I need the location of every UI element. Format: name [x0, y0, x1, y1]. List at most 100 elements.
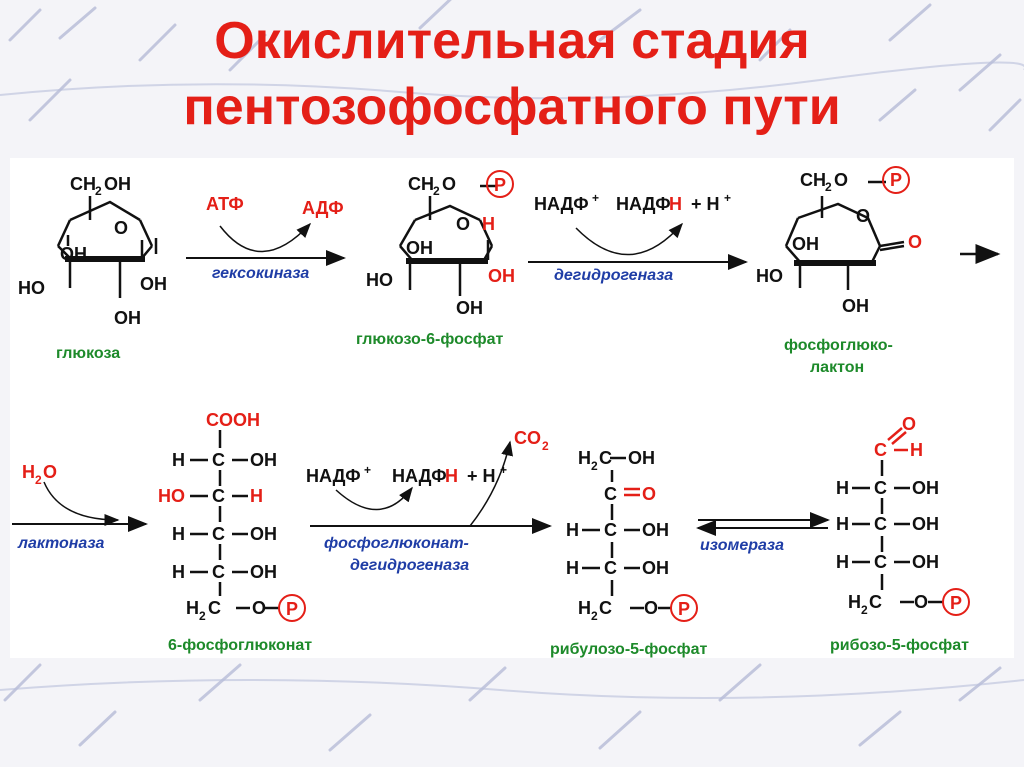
rb-c-1: C: [874, 440, 887, 460]
h-plus-1: +: [724, 191, 731, 205]
ru-phosphate: P: [678, 599, 690, 619]
lactone-ho: HO: [756, 266, 783, 286]
g6p-h: H: [482, 214, 495, 234]
rb-oh-3: OH: [912, 514, 939, 534]
g6p-oh-1: OH: [406, 238, 433, 258]
water-o: O: [43, 462, 57, 482]
lactone-oh-1: OH: [792, 234, 819, 254]
lactonase-label: лактоназа: [17, 535, 104, 552]
nadph-h-1: Н: [669, 194, 682, 214]
ru-c-2: C: [604, 484, 617, 504]
rb-h2c-c: C: [869, 592, 882, 612]
ru-oh-3: OH: [642, 520, 669, 540]
g6p-ring-o: O: [456, 214, 470, 234]
pg-h2c-c: C: [208, 598, 221, 618]
atp-label: АТФ: [206, 194, 244, 214]
rb-phosphate: P: [950, 593, 962, 613]
lactone-phosphate: P: [890, 170, 902, 190]
ru-h2c-h: H: [578, 448, 591, 468]
g6p-oh-red: OH: [488, 266, 515, 286]
g6p-label: глюкозо-6-фосфат: [356, 331, 503, 348]
pg-cooh: COOH: [206, 410, 260, 430]
rb-h-2: H: [836, 478, 849, 498]
glucose-ring-o: O: [114, 218, 128, 238]
nadp-label-2: НАДФ: [306, 466, 361, 486]
glucose-label: глюкоза: [56, 345, 120, 362]
h-plus-2: +: [500, 463, 507, 477]
plus-h-2: + Н: [467, 466, 496, 486]
dehydrogenase-arrow: НАДФ + НАДФ Н + Н + дегидрогеназа: [528, 191, 748, 284]
nadp-plus-1: +: [592, 191, 599, 205]
pg-c-2: C: [212, 486, 225, 506]
pg-c-3: C: [212, 524, 225, 544]
ru5p-label: рибулозо-5-фосфат: [550, 641, 708, 658]
ru-oh-top: OH: [628, 448, 655, 468]
rb-oh-4: OH: [912, 552, 939, 572]
rb-c-2: C: [874, 478, 887, 498]
pg-h-1: H: [172, 450, 185, 470]
water-h: H: [22, 462, 35, 482]
glucose-oh-2: OH: [140, 274, 167, 294]
pg-o: O: [252, 598, 266, 618]
glucose-ch2oh-oh: OH: [104, 174, 131, 194]
ru-h2c-c-2: C: [599, 598, 612, 618]
pg-h-3: H: [172, 524, 185, 544]
pgdh-label-2: дегидрогеназа: [350, 557, 469, 574]
ru-h2c-h-2: H: [578, 598, 591, 618]
ru-h2c-sub-2: 2: [591, 609, 598, 623]
pg-oh-4: OH: [250, 562, 277, 582]
g6p-ch: CH: [408, 174, 434, 194]
isomerase-arrow: изомераза: [696, 512, 830, 554]
rb-h-4: H: [836, 552, 849, 572]
lactone-structure: CH 2 O P O O OH HO OH: [756, 166, 922, 316]
pg-h-4: H: [172, 562, 185, 582]
pg-oh-1: OH: [250, 450, 277, 470]
ribose-structure: O C H H C OH H C OH H C OH H 2 C O P: [836, 414, 970, 617]
g6p-ho: HO: [366, 270, 393, 290]
g6p-phosphate: P: [494, 175, 506, 195]
ru-h2c-sub: 2: [591, 459, 598, 473]
rb-c-3: C: [874, 514, 887, 534]
lactone-ch: CH: [800, 170, 826, 190]
rb-o: O: [914, 592, 928, 612]
lactone-sub: 2: [825, 180, 832, 194]
dehydrogenase-label: дегидрогеназа: [554, 267, 673, 284]
title-line-2: пентозофосфатного пути: [183, 78, 841, 136]
glucose-ch2oh-ch: CH: [70, 174, 96, 194]
slide-title: Окислительная стадия пентозофосфатного п…: [0, 8, 1024, 140]
plus-h-1: + Н: [691, 194, 720, 214]
lactone-oh-2: OH: [842, 296, 869, 316]
rb-aldehyde-o: O: [902, 414, 916, 434]
glucose-structure: CH 2 OH O OH HO OH OH: [18, 174, 167, 328]
pg-c-4: C: [212, 562, 225, 582]
nadph-label-2: НАДФ: [392, 466, 447, 486]
ribulose-structure: H 2 C OH C O H C OH H C OH H 2 C O P: [566, 448, 698, 623]
rb-h2c-sub: 2: [861, 603, 868, 617]
glucose-ho: HO: [18, 278, 45, 298]
pg-c-1: C: [212, 450, 225, 470]
pg-ho-2: HO: [158, 486, 185, 506]
pg-h2c-sub: 2: [199, 609, 206, 623]
nadp-label-1: НАДФ: [534, 194, 589, 214]
isomerase-label: изомераза: [700, 537, 784, 554]
title-line-1: Окислительная стадия: [214, 12, 810, 70]
hexokinase-arrow: АТФ АДФ гексокиназа: [186, 194, 346, 282]
rb-oh-2: OH: [912, 478, 939, 498]
lactone-label-1: фосфоглюко-: [784, 337, 893, 354]
g6p-structure: CH 2 O P O H OH HO OH OH: [366, 170, 515, 318]
pg6-label: 6-фосфоглюконат: [168, 637, 312, 654]
diagram-panel: CH 2 OH O OH HO OH OH глюкоза АТФ АДФ ге…: [10, 158, 1014, 658]
glucose-oh-1: OH: [60, 244, 87, 264]
pgdh-arrow: НАДФ + НАДФ Н + Н + CO 2 фосфоглюконат- …: [306, 428, 552, 574]
pgdh-label-1: фосфоглюконат-: [324, 535, 469, 552]
r5p-label: рибозо-5-фосфат: [830, 637, 969, 654]
pg-phosphate: P: [286, 599, 298, 619]
nadph-label-1: НАДФ: [616, 194, 671, 214]
lactone-label-2: лактон: [810, 359, 864, 376]
pathway-diagram: CH 2 OH O OH HO OH OH глюкоза АТФ АДФ ге…: [12, 166, 1001, 658]
glucose-oh-3: OH: [114, 308, 141, 328]
glucose-ch2oh-sub: 2: [95, 184, 102, 198]
g6p-oh-3: OH: [456, 298, 483, 318]
lactone-ring-o: O: [856, 206, 870, 226]
rb-h-3: H: [836, 514, 849, 534]
